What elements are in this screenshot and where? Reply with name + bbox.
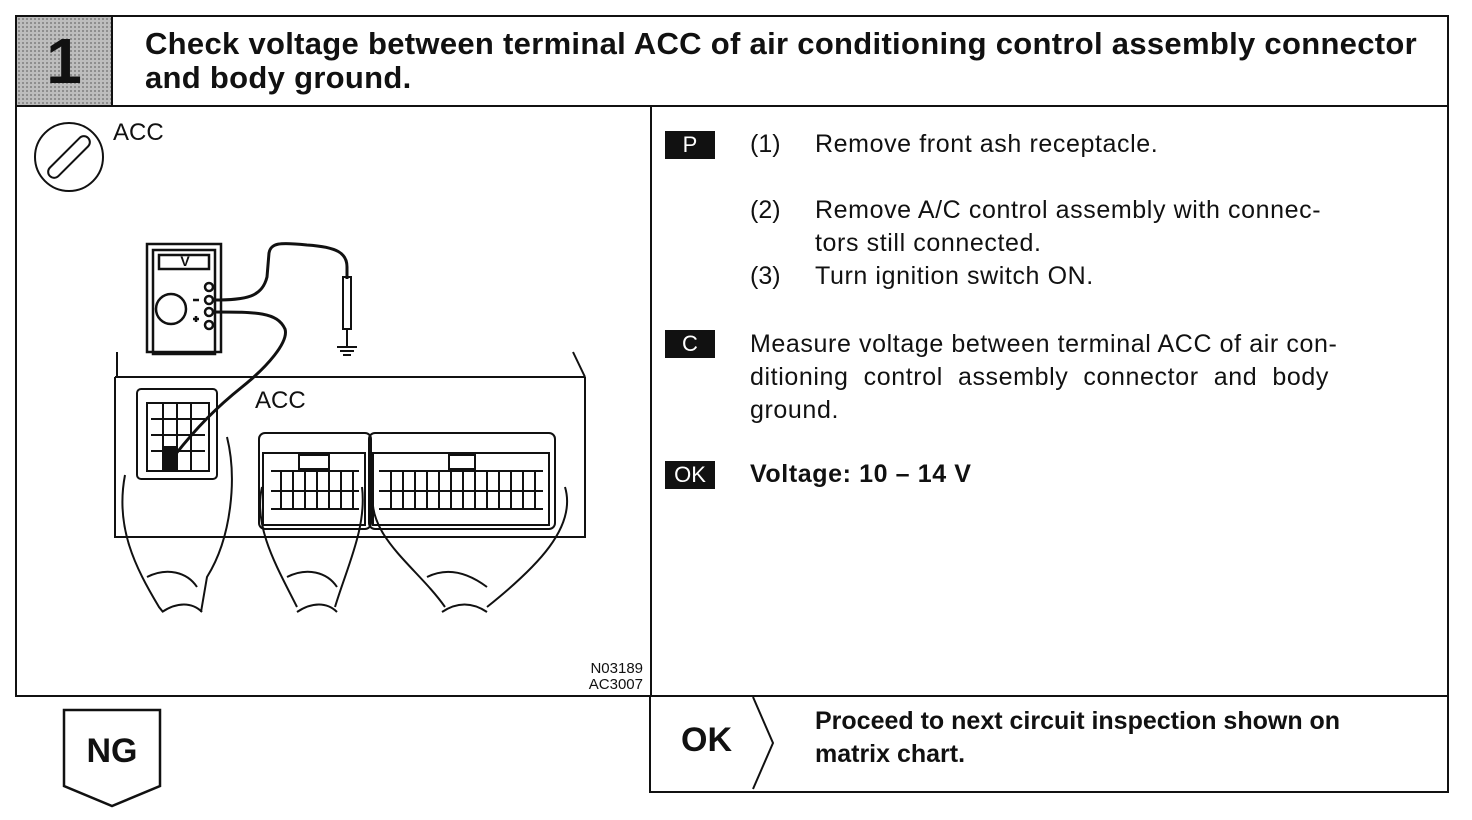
ng-arrow-shape bbox=[62, 708, 162, 808]
ng-result-label: NG bbox=[86, 732, 138, 770]
ok-result-line-2: matrix chart. bbox=[815, 740, 966, 768]
check-line-1: Measure voltage between terminal ACC of … bbox=[750, 330, 1338, 358]
ground-probe bbox=[337, 276, 357, 356]
acc-terminal-label: ACC bbox=[255, 387, 306, 414]
check-tag: C bbox=[665, 330, 715, 358]
figure-code-2: AC3007 bbox=[588, 676, 643, 693]
acc-key-label: ACC bbox=[113, 119, 164, 146]
wire-harnesses bbox=[121, 436, 568, 613]
wiring-figure: ACC V ACC N03189 AC3007 bbox=[17, 107, 650, 695]
step-1-text: Remove front ash receptacle. bbox=[815, 130, 1159, 158]
step-2-text-line1: Remove A/C control assembly with connec- bbox=[815, 196, 1322, 224]
ok-arrow-divider bbox=[752, 696, 775, 790]
ng-result-arrow: NG bbox=[62, 708, 162, 808]
step-number: 1 bbox=[46, 25, 82, 97]
step-number-badge: 1 bbox=[17, 17, 113, 105]
step-3-num: (3) bbox=[750, 262, 781, 290]
voltage-spec: Voltage: 10 – 14 V bbox=[750, 460, 972, 488]
check-line-2: ditioning control assembly connector and… bbox=[750, 363, 1329, 391]
control-assembly bbox=[114, 351, 586, 538]
check-line-3: ground. bbox=[750, 396, 839, 424]
ignition-key-icon bbox=[34, 122, 104, 192]
figure-code-1: N03189 bbox=[590, 660, 643, 677]
connector-diagram bbox=[34, 122, 586, 613]
step-2-text-line2: tors still connected. bbox=[815, 229, 1042, 257]
meter-display-label: V bbox=[180, 253, 190, 269]
step-3-text: Turn ignition switch ON. bbox=[815, 262, 1094, 290]
voltmeter-icon bbox=[145, 242, 223, 356]
column-divider bbox=[650, 107, 652, 695]
prep-tag: P bbox=[665, 131, 715, 159]
ok-result-label: OK bbox=[681, 721, 732, 759]
probe-wires bbox=[173, 242, 349, 456]
ok-result-line-1: Proceed to next circuit inspection shown… bbox=[815, 707, 1341, 735]
ok-result-text: Proceed to next circuit inspection shown… bbox=[815, 705, 1435, 771]
ok-tag: OK bbox=[665, 461, 715, 489]
ok-result-box: OK Proceed to next circuit inspection sh… bbox=[649, 695, 1449, 793]
step-body: ACC V ACC N03189 AC3007 P (1) Remove fro… bbox=[15, 105, 1449, 697]
step-2-num: (2) bbox=[750, 196, 781, 224]
step-1-num: (1) bbox=[750, 130, 781, 158]
step-title: Check voltage between terminal ACC of ai… bbox=[145, 26, 1417, 95]
step-header: 1 Check voltage between terminal ACC of … bbox=[15, 15, 1449, 107]
